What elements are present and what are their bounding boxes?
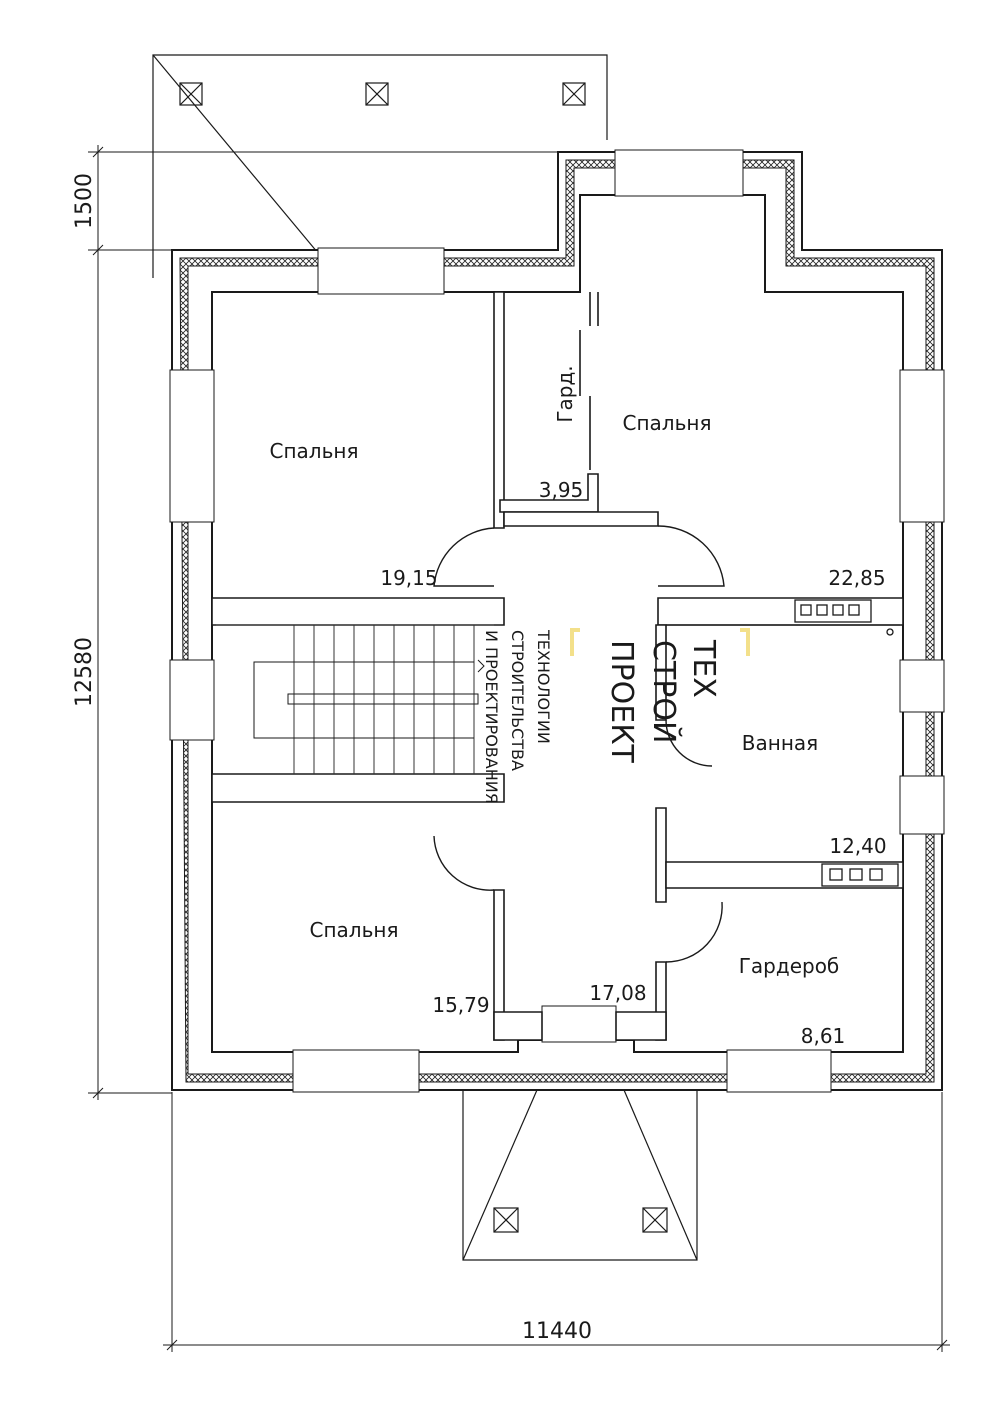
- dimension-overall-width: 11440: [522, 1319, 592, 1344]
- watermark-brand-line2: СТРОЙ: [646, 640, 682, 743]
- room-area-bedroom-ne: 22,85: [828, 566, 885, 590]
- stair-direction-arrow: [477, 659, 485, 673]
- watermark: ТЕХ СТРОЙ ПРОЕКТ ТЕХНОЛОГИИ СТРОИТЕЛЬСТВ…: [482, 628, 750, 804]
- watermark-brand-line3: ПРОЕКТ: [604, 640, 639, 764]
- room-name-bedroom-ne: Спальня: [623, 411, 712, 435]
- room-area-bedroom-sw: 15,79: [432, 993, 489, 1017]
- dimension-balcony-depth: 1500: [72, 173, 97, 229]
- room-area-bathroom: 12,40: [829, 834, 886, 858]
- window: [899, 369, 945, 523]
- room-name-bathroom: Ванная: [742, 731, 818, 755]
- door-swing: [665, 719, 713, 767]
- window: [169, 369, 215, 523]
- balcony: [152, 54, 608, 278]
- stair-handrail: [287, 693, 479, 705]
- interior-walls: [211, 291, 904, 1041]
- room-labels: Спальня 19,15 Спальня 22,85 Гард. 3,95 В…: [270, 365, 887, 1048]
- door-swing: [433, 527, 495, 587]
- column-marker: [493, 1207, 519, 1233]
- column-marker: [642, 1207, 668, 1233]
- door-swing: [657, 525, 725, 587]
- window: [726, 1049, 832, 1093]
- column-marker: [562, 82, 586, 106]
- entrance-door: [541, 1005, 617, 1043]
- vanity-bottom: [821, 863, 899, 887]
- door-swing: [433, 835, 495, 891]
- watermark-tagline-line2: СТРОИТЕЛЬСТВА: [508, 630, 527, 771]
- porch-canopy: [462, 1089, 698, 1261]
- vanity-top: [794, 599, 872, 623]
- window: [317, 247, 445, 295]
- column-marker: [365, 82, 389, 106]
- stair-treads: [216, 624, 494, 774]
- column-marker: [179, 82, 203, 106]
- window: [899, 775, 945, 835]
- room-area-bedroom-nw: 19,15: [380, 566, 437, 590]
- windows: [169, 149, 945, 1093]
- exterior-walls: [171, 151, 943, 1091]
- room-name-bedroom-sw: Спальня: [310, 918, 399, 942]
- dimension-lines: [88, 145, 950, 1352]
- watermark-tagline-line1: ТЕХНОЛОГИИ: [534, 629, 553, 744]
- door-swing: [665, 901, 723, 963]
- room-area-wardrobe: 8,61: [801, 1024, 846, 1048]
- room-name-wardrobe: Гардероб: [739, 954, 840, 978]
- stair-landing: [253, 661, 474, 739]
- window: [899, 659, 945, 713]
- doors: [433, 525, 725, 963]
- watermark-brand-line1: ТЕХ: [686, 639, 721, 698]
- window: [614, 149, 744, 197]
- window: [169, 659, 215, 741]
- room-area-closet-small: 3,95: [539, 478, 584, 502]
- window: [292, 1049, 420, 1093]
- dimension-overall-height: 12580: [72, 637, 97, 707]
- room-area-hall: 17,08: [589, 981, 646, 1005]
- watermark-bracket: [570, 628, 750, 656]
- room-name-closet-small: Гард.: [553, 365, 577, 422]
- bathroom-fixtures: [666, 599, 900, 887]
- staircase: [216, 624, 494, 774]
- room-name-bedroom-nw: Спальня: [270, 439, 359, 463]
- watermark-tagline-line3: И ПРОЕКТИРОВАНИЯ: [482, 630, 501, 804]
